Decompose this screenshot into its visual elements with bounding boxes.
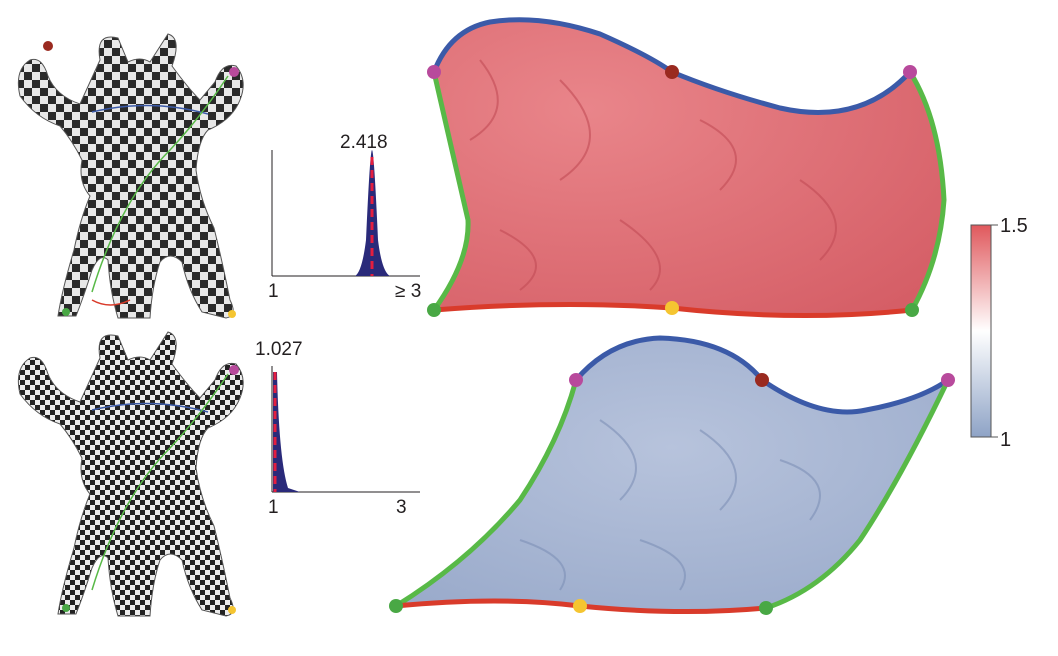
corner-marker [62,308,70,316]
armadillo-mesh-bottom [17,331,244,617]
histogram-top [271,150,420,277]
corner-marker [228,310,236,318]
parameterization-bottom [389,335,955,615]
corner-marker [389,599,403,613]
colorbar [970,224,998,438]
boundary-edge-green [907,70,947,312]
histogram-bottom-peak-label: 1.027 [255,339,303,360]
corner-marker [665,65,679,79]
histogram-bottom-xmax-label: 3 [396,497,407,518]
corner-marker [569,373,583,387]
corner-marker [573,599,587,613]
histogram-bottom [271,366,420,493]
corner-marker [903,65,917,79]
corner-marker [665,301,679,315]
corner-marker [228,606,236,614]
corner-marker [427,303,441,317]
corner-marker [905,303,919,317]
boundary-edge-green [394,379,579,609]
histogram-top-xmin-label: 1 [268,281,279,302]
parameterization-top [427,17,947,319]
colorbar-min-label: 1 [1000,429,1012,451]
armadillo-mesh-top [17,33,244,319]
corner-marker [755,373,769,387]
boundary-edge-green [765,378,951,611]
histogram-bottom-xmin-label: 1 [268,497,279,518]
boundary-edge-green [431,71,471,312]
histogram-top-peak-label: 2.418 [340,132,388,153]
colorbar-max-label: 1.5 [1000,215,1028,237]
corner-marker [62,604,70,612]
histogram-top-xmax-label: ≥ 3 [395,281,422,302]
corner-marker [759,601,773,615]
boundary-edge-blue [431,17,912,115]
corner-marker [229,365,239,375]
corner-marker [229,67,239,77]
corner-marker [427,65,441,79]
corner-marker [43,41,53,51]
corner-marker [941,373,955,387]
